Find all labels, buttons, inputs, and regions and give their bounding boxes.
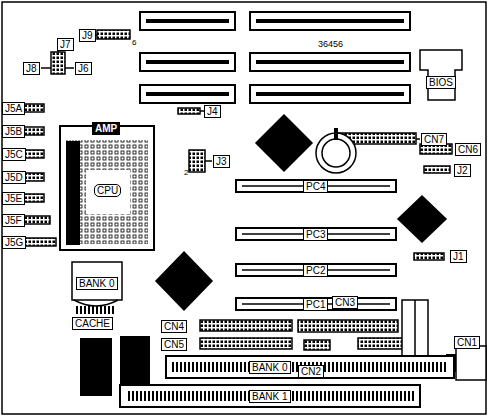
jumper-label: J5F <box>2 214 25 227</box>
part-label: J5E <box>5 193 22 204</box>
part-label: PC3 <box>306 229 325 240</box>
part-label: CN1 <box>457 337 477 348</box>
chip-label: BIOS <box>426 76 456 89</box>
slot-label: PC3 <box>303 228 328 241</box>
memory-bank-label: BANK 0 <box>76 277 118 290</box>
memory-bank-label: BANK 1 <box>249 390 291 403</box>
part-label: CN6 <box>458 144 478 155</box>
jumper-label: J2 <box>454 164 471 177</box>
connector-label: CN2 <box>298 365 324 378</box>
pin-number: 2 <box>184 168 188 177</box>
part-label: PC2 <box>306 265 325 276</box>
part-label: PC1 <box>306 299 325 310</box>
connector-label: CN5 <box>161 338 187 351</box>
jumper-label: J5A <box>2 102 25 115</box>
slot-label: PC4 <box>303 180 328 193</box>
part-label: J6 <box>78 63 89 74</box>
part-label: J4 <box>207 106 218 117</box>
jumper-label: J5B <box>2 125 25 138</box>
part-label: J5B <box>5 126 22 137</box>
part-label: BIOS <box>429 77 453 88</box>
part-label: J7 <box>60 39 71 50</box>
part-label: CN5 <box>164 339 184 350</box>
connector-label: CN3 <box>332 296 358 309</box>
part-label: J1 <box>453 251 464 262</box>
connector-label: CN6 <box>455 143 481 156</box>
jumper-label: J8 <box>23 62 40 75</box>
jumper-label: J5C <box>2 148 26 161</box>
part-label: CN7 <box>424 134 444 145</box>
part-label: BANK 1 <box>252 391 288 402</box>
part-label: J9 <box>82 30 93 41</box>
part-label: BANK 0 <box>252 362 288 373</box>
part-label: J5C <box>5 149 23 160</box>
slot-label: PC1 <box>303 298 328 311</box>
board-number: 36456 <box>318 40 343 49</box>
pin-number: 6 <box>132 38 136 47</box>
jumper-label: J4 <box>204 105 221 118</box>
part-label: AMP <box>95 123 117 134</box>
jumper-label: J3 <box>213 155 230 168</box>
chip-label: CACHE <box>72 317 113 330</box>
jumper-label: J1 <box>450 250 467 263</box>
part-label: CACHE <box>75 318 110 329</box>
connector-label: CN4 <box>161 320 187 333</box>
part-label: J2 <box>457 165 468 176</box>
memory-bank-label: BANK 0 <box>249 361 291 374</box>
part-label: CPU <box>97 185 118 196</box>
connector-label: CN7 <box>421 133 447 146</box>
part-label: J5D <box>5 172 23 183</box>
jumper-label: J5E <box>2 192 25 205</box>
slot-label: PC2 <box>303 264 328 277</box>
part-label: J3 <box>216 156 227 167</box>
jumper-label: J5G <box>2 236 26 249</box>
chip-label: CPU <box>94 184 121 197</box>
jumper-label: J7 <box>57 38 74 51</box>
jumper-label: J6 <box>75 62 92 75</box>
jumper-label: J5D <box>2 171 26 184</box>
part-label: BANK 0 <box>79 278 115 289</box>
part-label: J8 <box>26 63 37 74</box>
part-label: PC4 <box>306 181 325 192</box>
jumper-label: J9 <box>79 29 96 42</box>
connector-label: CN1 <box>454 336 480 349</box>
chip-label: AMP <box>92 122 120 135</box>
part-label: CN3 <box>335 297 355 308</box>
part-label: CN2 <box>301 366 321 377</box>
part-label: CN4 <box>164 321 184 332</box>
part-label: J5G <box>5 237 23 248</box>
part-label: J5F <box>5 215 22 226</box>
part-label: J5A <box>5 103 22 114</box>
